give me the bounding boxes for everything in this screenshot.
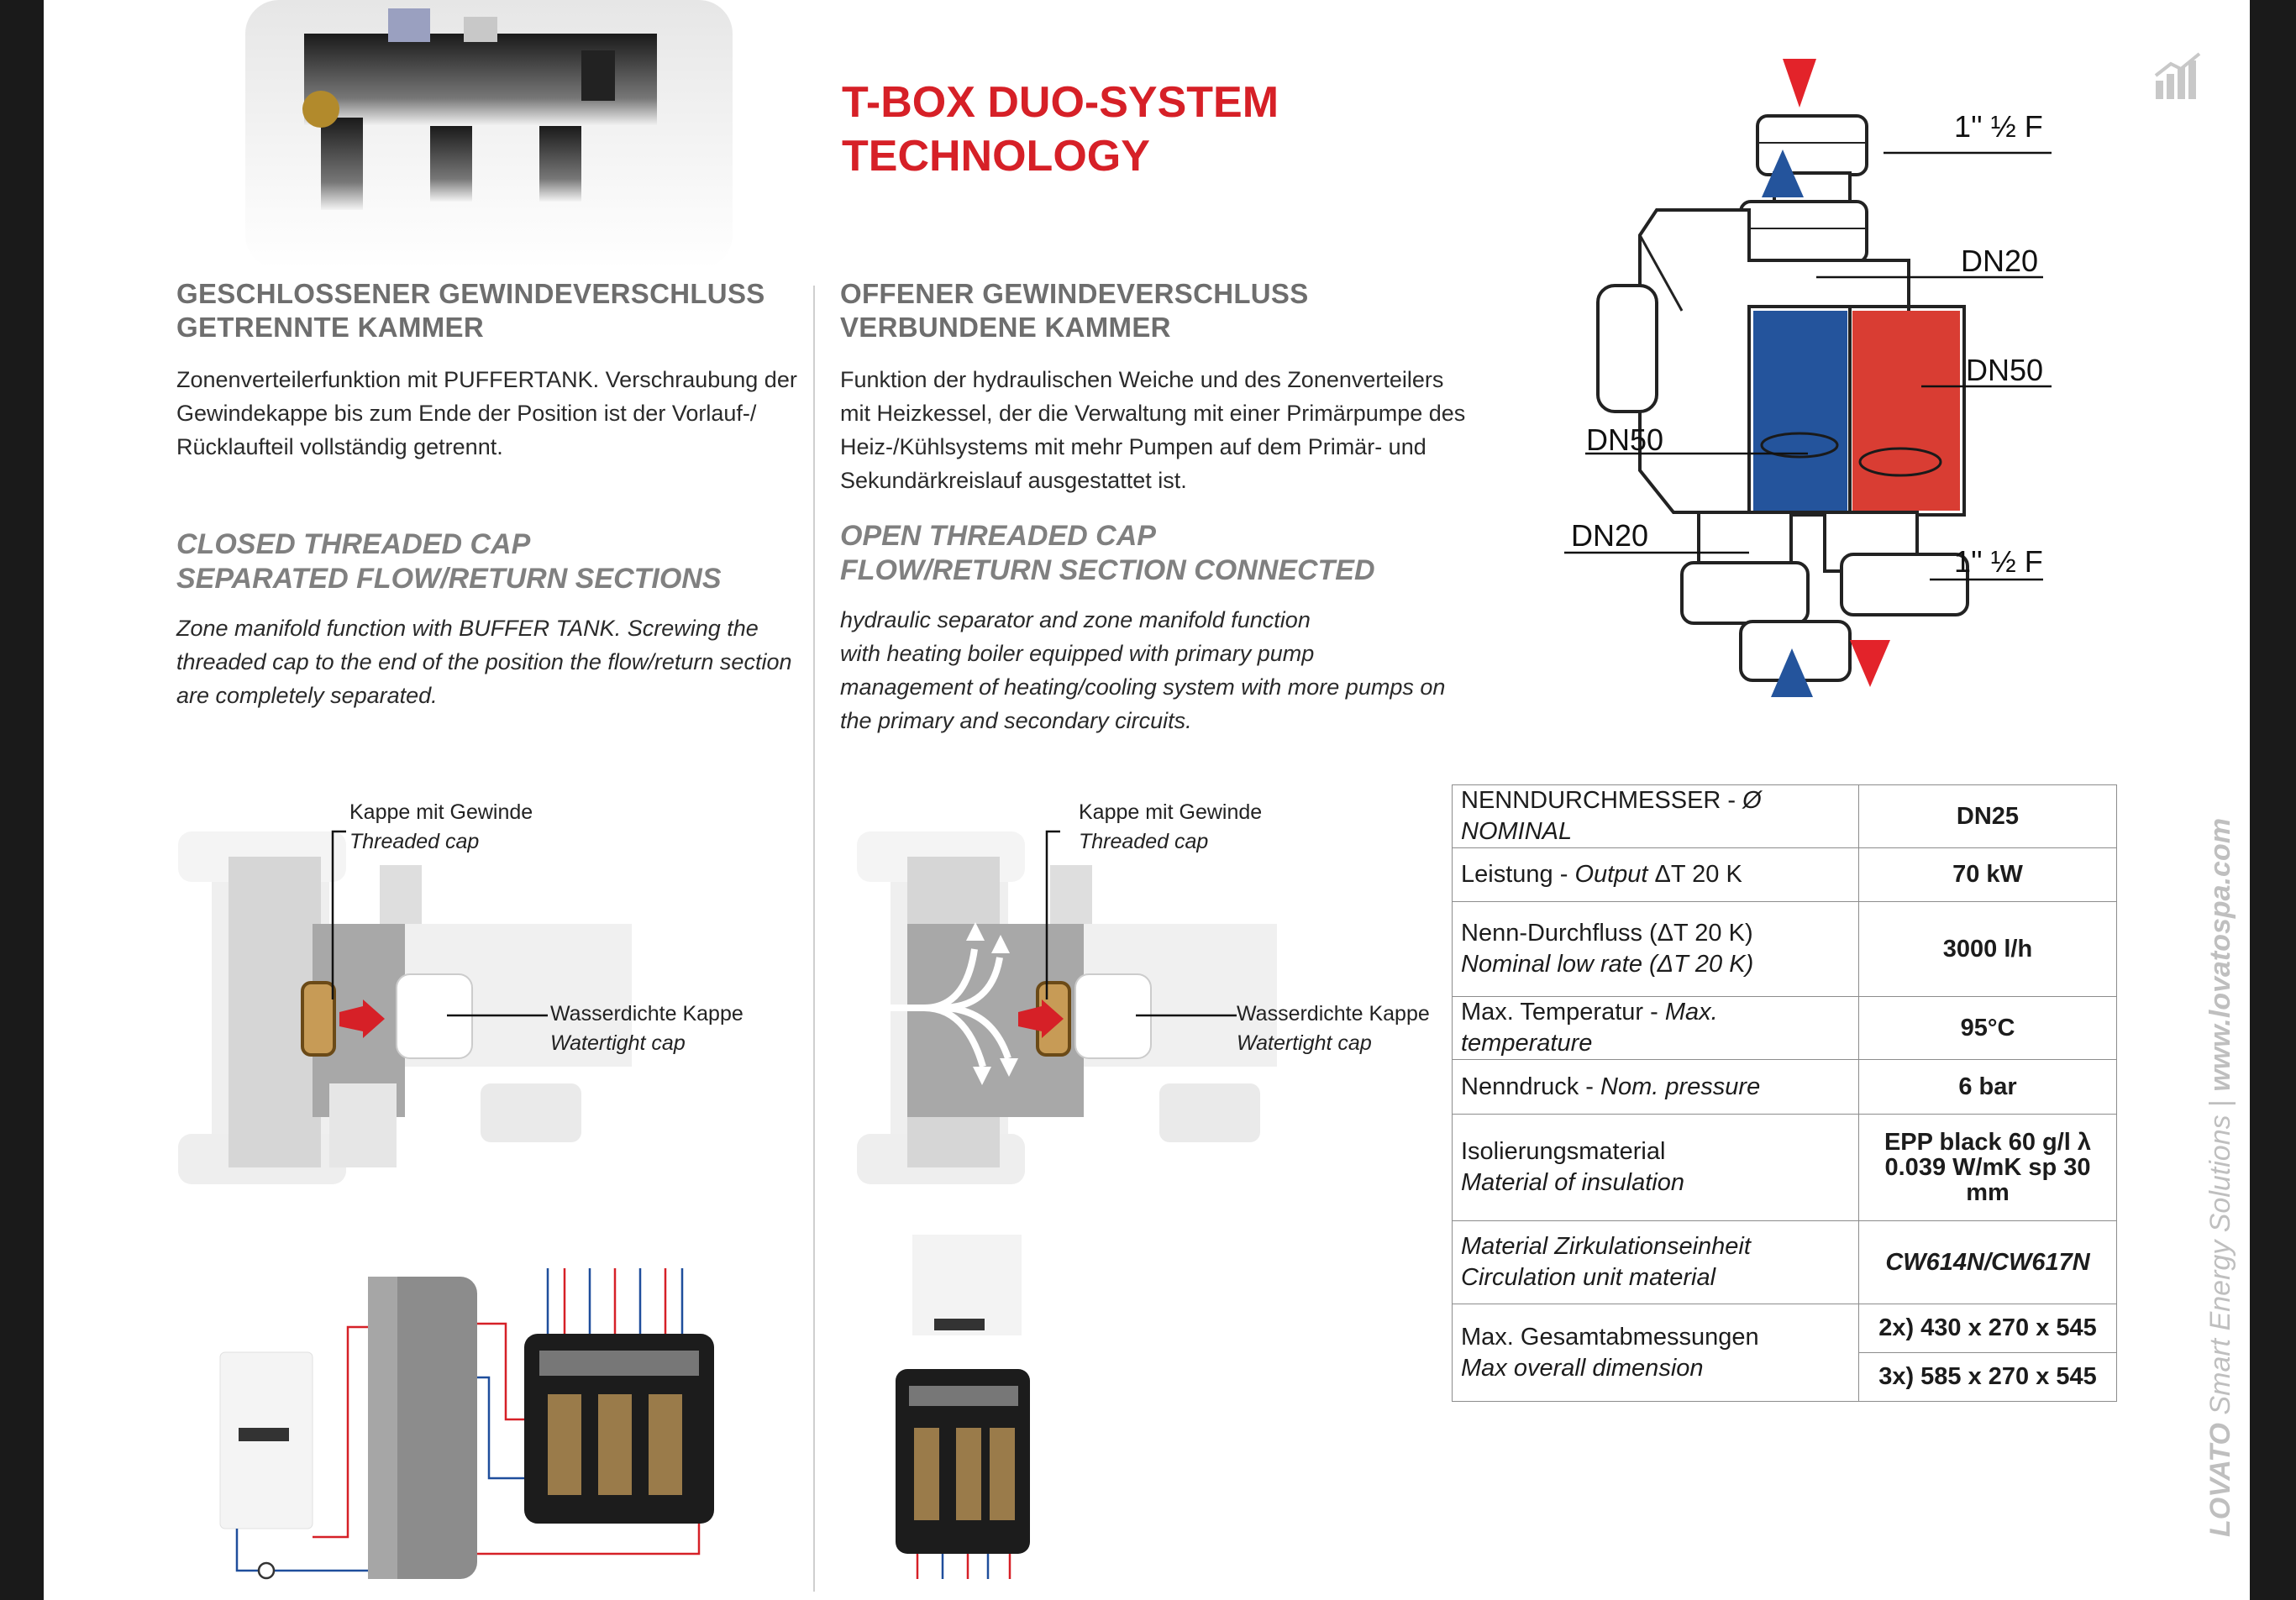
flow-bottom-arrow-icon xyxy=(1850,640,1890,687)
spec-row-output: Leistung - Output ΔT 20 K 70 kW xyxy=(1452,847,2117,902)
brand-sidebar: LOVATO Smart Energy Solutions | www.lova… xyxy=(2204,818,2236,1537)
return-up-arrow-icon xyxy=(1762,150,1804,197)
open-section: OFFENER GEWINDEVERSCHLUSS VERBUNDENE KAM… xyxy=(840,277,1479,737)
product-top-image xyxy=(245,0,733,269)
title-line-1: T-BOX DUO-SYSTEM xyxy=(842,78,1279,127)
label-top-thread: 1'' ½ F xyxy=(1954,109,2043,144)
closed-cap-label: Kappe mit Gewinde Threaded cap xyxy=(349,800,533,853)
spec-row-temperature: Max. Temperatur - Max. temperature 95°C xyxy=(1452,996,2117,1060)
spec-row-pressure: Nenndruck - Nom. pressure 6 bar xyxy=(1452,1059,2117,1115)
closed-section: GESCHLOSSENER GEWINDEVERSCHLUSS GETRENNT… xyxy=(176,277,815,712)
flow-in-arrow-icon xyxy=(1783,59,1816,108)
open-body-en: hydraulic separator and zone manifold fu… xyxy=(840,607,1446,733)
open-cap-illustration xyxy=(840,831,1277,1184)
open-heading-de: OFFENER GEWINDEVERSCHLUSS VERBUNDENE KAM… xyxy=(840,278,1309,343)
spec-table: NENNDURCHMESSER - Ø NOMINAL DN25 Leistun… xyxy=(1452,784,2117,1402)
closed-heading-en: CLOSED THREADED CAP SEPARATED FLOW/RETUR… xyxy=(176,528,722,595)
closed-watertight-label: Wasserdichte Kappe Watertight cap xyxy=(550,1002,743,1055)
closed-heading-de: GESCHLOSSENER GEWINDEVERSCHLUSS GETRENNT… xyxy=(176,278,765,343)
column-divider xyxy=(813,286,815,1592)
label-bottom-thread: 1'' ½ F xyxy=(1954,544,2043,579)
title-line-2: TECHNOLOGY xyxy=(842,132,1150,181)
spec-row-dimensions-b: 3x) 585 x 270 x 545 xyxy=(1453,1352,2117,1402)
open-watertight-label: Wasserdichte Kappe Watertight cap xyxy=(1237,1002,1430,1055)
closed-body-en: Zone manifold function with BUFFER TANK.… xyxy=(176,616,792,708)
bar-chart-icon xyxy=(2154,52,2201,99)
open-callout-lines xyxy=(1045,830,1237,1017)
label-dn50-right: DN50 xyxy=(1966,353,2044,387)
spec-row-flow-rate: Nenn-Durchfluss (ΔT 20 K)Nominal low rat… xyxy=(1452,901,2117,997)
closed-body-de: Zonenverteilerfunktion mit PUFFERTANK. V… xyxy=(176,367,797,459)
brochure-page: T-BOX DUO-SYSTEM TECHNOLOGY GESCHLOSSENE… xyxy=(44,0,2250,1600)
closed-cap-illustration xyxy=(178,831,632,1184)
closed-installation-schematic xyxy=(219,1268,714,1580)
separator-diagram xyxy=(1564,59,2052,697)
label-dn50-left: DN50 xyxy=(1586,422,1664,457)
label-dn20-top: DN20 xyxy=(1961,244,2039,278)
label-dn20-left: DN20 xyxy=(1571,518,1649,553)
spec-row-nominal: NENNDURCHMESSER - Ø NOMINAL DN25 xyxy=(1452,784,2117,848)
open-body-de: Funktion der hydraulischen Weiche und de… xyxy=(840,367,1466,493)
page-title: T-BOX DUO-SYSTEM TECHNOLOGY xyxy=(842,76,1279,183)
open-heading-en: OPEN THREADED CAP FLOW/RETURN SECTION CO… xyxy=(840,520,1375,586)
open-cap-label: Kappe mit Gewinde Threaded cap xyxy=(1079,800,1263,853)
return-bottom-arrow-icon xyxy=(1771,648,1813,697)
closed-callout-lines xyxy=(331,830,548,1017)
open-installation-schematic xyxy=(896,1235,1030,1579)
